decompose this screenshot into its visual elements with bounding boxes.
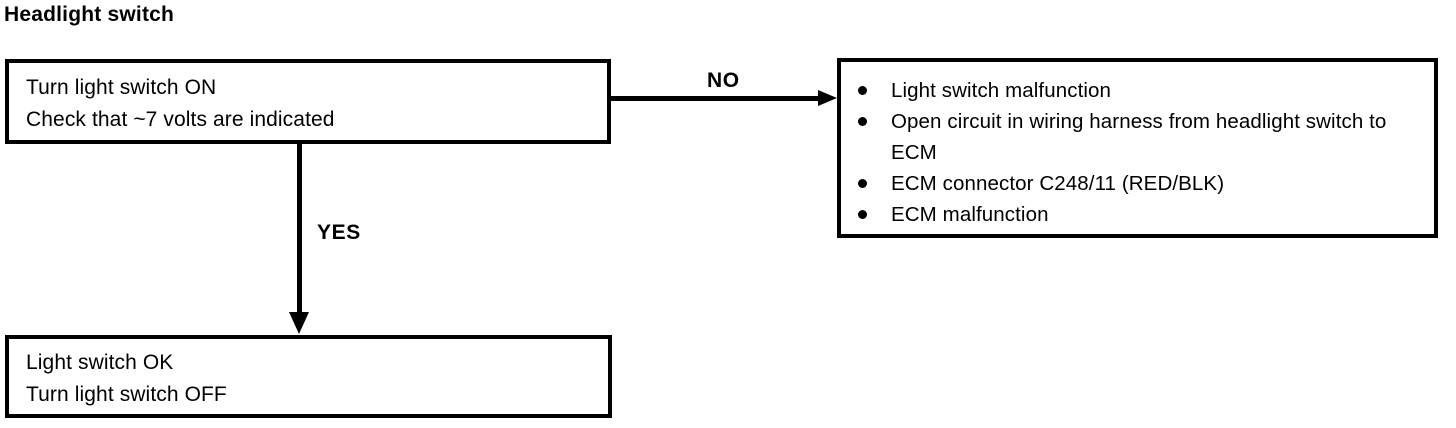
result-ok-line-2: Turn light switch OFF [26, 383, 227, 406]
bullet-icon [858, 86, 867, 95]
possible-faults-box: Light switch malfunction Open circuit in… [837, 58, 1438, 238]
no-branch-connector-line [611, 96, 823, 101]
test-step-box: Turn light switch ON Check that ~7 volts… [5, 59, 611, 144]
fault-list-item: Open circuit in wiring harness from head… [841, 106, 1434, 168]
fault-list-item: ECM connector C248/11 (RED/BLK) [841, 168, 1434, 199]
yes-branch-label: YES [317, 221, 361, 244]
yes-branch-arrowhead-icon [289, 312, 309, 334]
fault-list-item: Light switch malfunction [841, 75, 1434, 106]
fault-item-text: ECM malfunction [891, 203, 1049, 226]
bullet-icon [858, 210, 867, 219]
fault-item-text: Light switch malfunction [891, 79, 1112, 102]
fault-item-text: Open circuit in wiring harness from head… [891, 110, 1387, 164]
bullet-icon [858, 179, 867, 188]
bullet-icon [858, 117, 867, 126]
no-branch-arrowhead-icon [818, 90, 837, 106]
fault-item-text: ECM connector C248/11 (RED/BLK) [891, 172, 1225, 195]
test-step-line-1: Turn light switch ON [26, 76, 217, 99]
result-ok-line-1: Light switch OK [26, 351, 174, 374]
yes-branch-connector-line [297, 144, 302, 320]
test-step-line-2: Check that ~7 volts are indicated [26, 108, 335, 131]
fault-list-item: ECM malfunction [841, 199, 1434, 230]
result-ok-box: Light switch OK Turn light switch OFF [5, 335, 612, 418]
page-title: Headlight switch [4, 3, 175, 26]
fault-list: Light switch malfunction Open circuit in… [841, 75, 1434, 230]
no-branch-label: NO [707, 69, 740, 92]
